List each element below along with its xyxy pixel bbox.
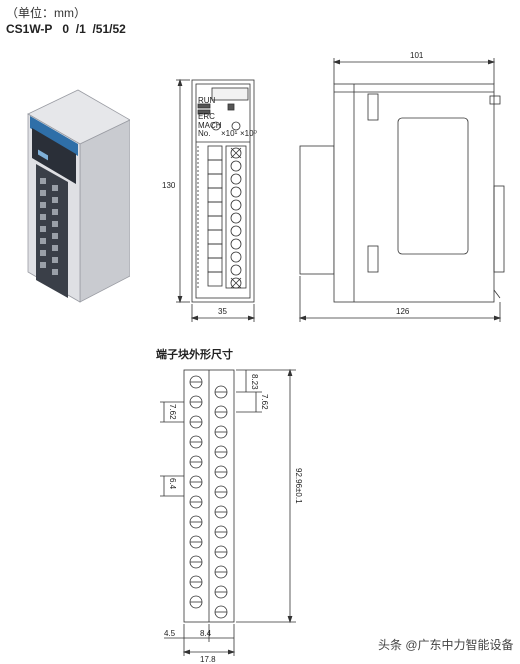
- side-top-dim: 101: [410, 51, 424, 60]
- front-width-dim: 35: [218, 307, 227, 316]
- dim-bottom-total: 17.8: [200, 655, 216, 664]
- err-label: ERC: [198, 112, 215, 121]
- x10-1-label: ×10¹: [221, 129, 238, 138]
- side-bottom-dim: 126: [396, 307, 410, 316]
- front-view: [191, 79, 255, 303]
- mach-label: MACH: [198, 121, 222, 130]
- terminal-row-left: [189, 375, 203, 609]
- x10-0-label: ×10⁰: [240, 129, 257, 138]
- model-label: CS1W-P 0 /1 /51/52: [6, 22, 126, 36]
- dim-top-pitch-a: 8.23: [250, 374, 259, 390]
- dim-left-pitch: 7.62: [168, 404, 177, 420]
- dim-left-width: 6.4: [168, 478, 177, 490]
- dim-top-pitch-b: 7.62: [260, 394, 269, 410]
- front-height-dim: 130: [162, 181, 176, 190]
- watermark: 头条 @广东中力智能设备: [378, 638, 514, 652]
- dim-total-height: 92.96±0.1: [294, 468, 303, 504]
- side-view: [299, 83, 505, 303]
- terminal-block-title: 端子块外形尺寸: [156, 349, 233, 361]
- terminal-screws-right: [225, 145, 247, 289]
- terminal-row-right: [214, 385, 228, 619]
- unit-label: （单位：mm）: [6, 6, 86, 20]
- dim-bottom-left: 4.5: [164, 629, 176, 638]
- terminal-block-drawing: [183, 369, 235, 623]
- product-photo: [27, 89, 130, 303]
- dim-bottom-mid: 8.4: [200, 629, 212, 638]
- run-label: RUN: [198, 96, 216, 105]
- no-label: No.: [198, 129, 210, 138]
- terminal-blocks-left: [207, 145, 223, 287]
